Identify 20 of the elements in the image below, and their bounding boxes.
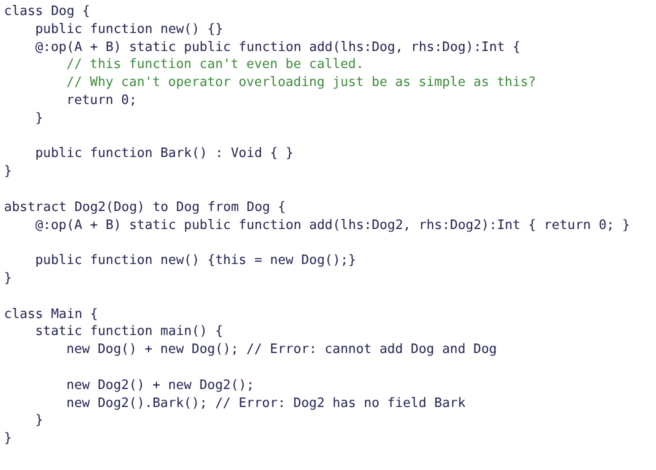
code-line: class Main { [4, 306, 98, 323]
code-line: @:op(A + B) static public function add(lhs:Dog, rhs:Dog):Int { [35, 40, 520, 56]
code-line: // Why can't operator overloading just be as simple as this? [66, 75, 536, 92]
code-line: } [35, 413, 44, 430]
code-line: } [4, 431, 12, 448]
code-line: public function new() {this = new Dog();} [35, 253, 356, 270]
code-line: public function Bark() : Void { } [35, 146, 294, 162]
code-line: abstract Dog2(Dog) to Dog from Dog { [4, 200, 286, 216]
code-line: new Dog() + new Dog(); // Error: cannot add Dog and Dog [66, 342, 497, 358]
code-line: return 0; [66, 93, 137, 109]
code-line: static function main() { [35, 324, 224, 340]
code-line: } [35, 110, 44, 127]
code-line: new Dog2().Bark(); // Error: Dog2 has no field Bark [66, 396, 466, 412]
code-line: } [4, 164, 12, 180]
code-line: } [4, 271, 12, 287]
code-line: new Dog2() + new Dog2(); [66, 378, 254, 394]
code-line: class Dog { [4, 4, 90, 20]
code-line: @:op(A + B) static public function add(lhs:Dog2, rhs:Dog2):Int { return 0; } [35, 218, 630, 234]
code-line: public function new() {} [35, 22, 224, 38]
code-line: // this function can't even be called. [66, 57, 364, 74]
